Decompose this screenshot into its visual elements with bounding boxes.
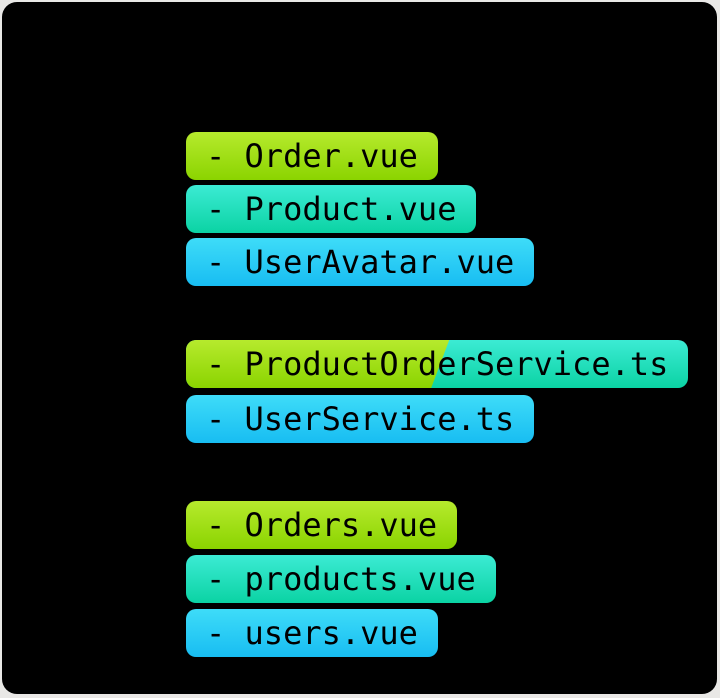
file-highlight-products-vue: - products.vue bbox=[186, 555, 496, 603]
file-highlight-order-vue: - Order.vue bbox=[186, 132, 438, 180]
file-highlight-productorderservice-ts: - ProductOrderService.ts bbox=[186, 340, 689, 388]
file-highlight-useravatar-vue: - UserAvatar.vue bbox=[186, 238, 535, 286]
file-highlight-label: - ProductOrderService.ts bbox=[206, 345, 669, 383]
file-highlight-userservice-ts: - UserService.ts bbox=[186, 395, 535, 443]
file-highlight-users-vue: - users.vue bbox=[186, 609, 438, 657]
file-highlight-orders-vue: - Orders.vue bbox=[186, 501, 458, 549]
file-list-group-2: - ProductOrderService.ts - UserService.t… bbox=[186, 340, 689, 443]
file-list-group-3: - Orders.vue - products.vue - users.vue bbox=[186, 501, 496, 657]
file-highlight-product-vue: - Product.vue bbox=[186, 185, 477, 233]
file-list-group-1: - Order.vue - Product.vue - UserAvatar.v… bbox=[186, 132, 535, 286]
